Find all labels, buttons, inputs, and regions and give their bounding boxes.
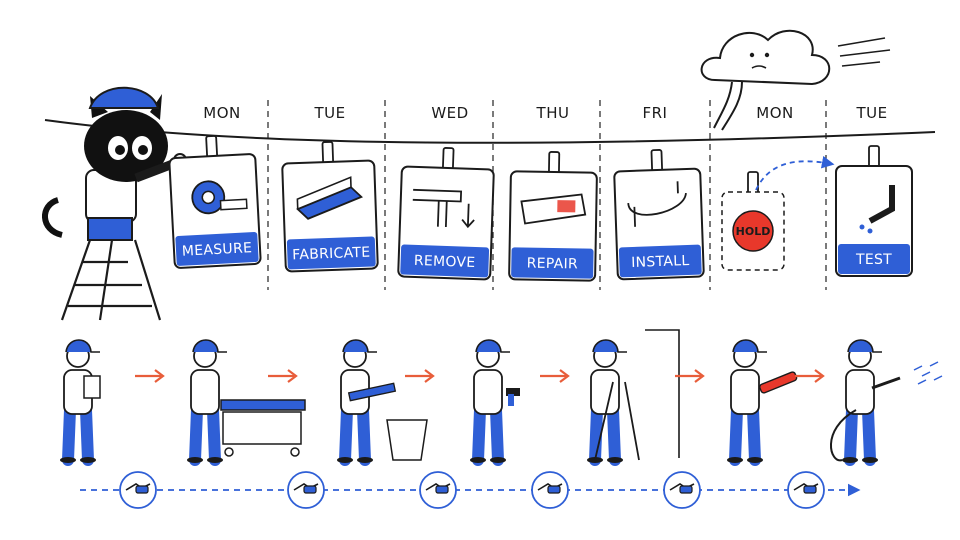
card-label: REPAIR: [527, 256, 579, 273]
day-label-7: TUE: [856, 104, 888, 122]
gutter-cart-icon: [220, 399, 306, 457]
step-arrow-4: [540, 369, 570, 383]
day-label-2: TUE: [314, 104, 346, 122]
cat-on-ladder: [42, 86, 187, 321]
step-arrows: [135, 369, 825, 383]
worker-carrying-old-gutter: [337, 339, 428, 466]
process-card-1: MEASURE: [168, 135, 262, 269]
step-arrow-1: [135, 369, 165, 383]
handshake-icon: [119, 471, 157, 509]
process-card-7: TEST: [835, 145, 913, 277]
clothesline: [44, 119, 936, 144]
gutter-bracket-icon: [627, 181, 687, 227]
gutter-removal-icon: [412, 188, 475, 229]
day-label-5: FRI: [642, 104, 668, 122]
worker-sequence: [60, 329, 943, 466]
day-label-1: MON: [203, 104, 241, 122]
step-arrow-6: [795, 369, 825, 383]
card-label: REMOVE: [414, 253, 476, 271]
step-arrow-5: [675, 369, 705, 383]
step-arrow-3: [405, 369, 435, 383]
card-label: TEST: [855, 252, 892, 268]
card-label: INSTALL: [631, 253, 690, 271]
ladder-icon: [594, 329, 680, 461]
process-card-4: REPAIR: [508, 151, 598, 282]
worker-with-drill: [470, 339, 520, 466]
tape-measure-icon: [191, 180, 248, 215]
handshake-icon: [287, 471, 325, 509]
process-card-3: REMOVE: [397, 147, 495, 281]
hold-button-icon: [732, 210, 774, 252]
clipboard-icon: [83, 375, 101, 399]
worker-measuring: [60, 339, 101, 466]
hold-label: HOLD: [736, 225, 771, 238]
day-dividers: [267, 100, 827, 290]
worried-cloud-icon: [700, 29, 891, 131]
fascia-board-icon: [520, 193, 587, 225]
handshake-icon: [787, 471, 825, 509]
process-cards: MEASURE FABRICATE REMOVE REPAIR INSTALL HOLD T…: [168, 135, 913, 282]
day-label-4: THU: [536, 104, 570, 122]
process-card-6: HOLD: [721, 171, 785, 271]
worker-with-caulk-gun: [727, 339, 798, 466]
downspout-water-icon: [859, 185, 895, 234]
worker-pushing-cart: [187, 339, 306, 466]
card-label: FABRICATE: [292, 245, 371, 264]
card-label: MEASURE: [182, 240, 253, 260]
worker-with-hose: [830, 339, 943, 466]
day-label-3: WED: [431, 104, 469, 122]
debris-basket-icon: [347, 382, 428, 461]
handshake-icon: [663, 471, 701, 509]
gutter-channel-icon: [296, 176, 363, 220]
process-card-2: FABRICATE: [281, 141, 379, 273]
handshake-icon: [419, 471, 457, 509]
worker-on-ladder: [587, 329, 680, 466]
caulk-gun-icon: [759, 371, 798, 394]
process-card-5: INSTALL: [613, 149, 705, 281]
step-arrow-2: [268, 369, 298, 383]
hose-spray-icon: [830, 361, 943, 462]
handshake-markers: [119, 471, 825, 509]
ladder-icon: [60, 239, 162, 321]
handshake-icon: [531, 471, 569, 509]
day-label-6: MON: [756, 104, 794, 122]
hold-to-test-arrow: [755, 155, 835, 191]
drill-icon: [506, 388, 520, 406]
